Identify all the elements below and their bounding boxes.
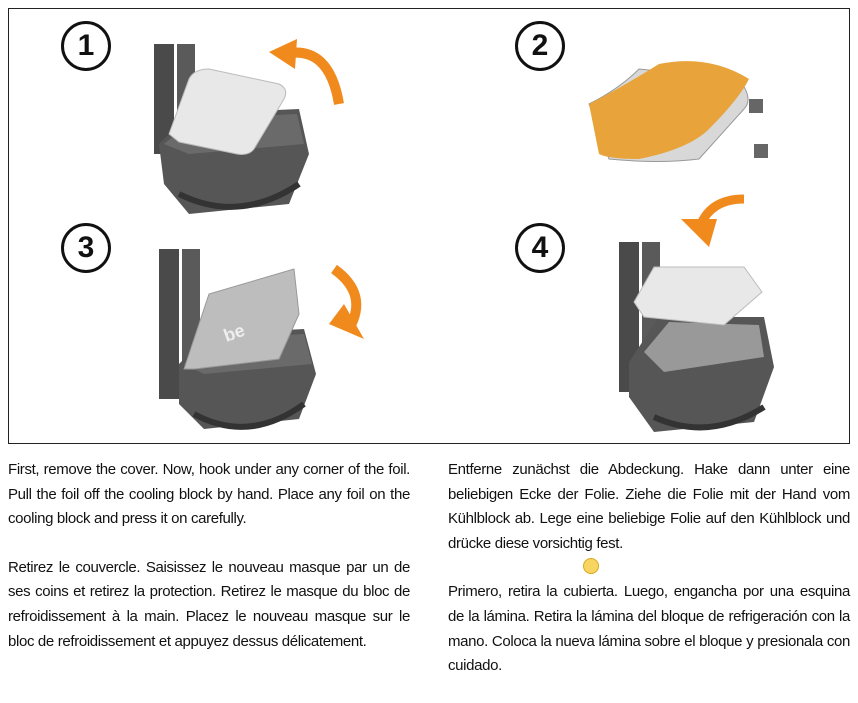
instructions-spanish: Primero, retira la cubierta. Luego, enga… [448, 583, 850, 675]
step-number-3: 3 [61, 223, 111, 273]
cooler-remove-cover-image [154, 39, 344, 214]
instructions-right-column: Entferne zunächst die Abdeckung. Hake da… [448, 458, 850, 703]
instructions-english: First, remove the cover. Now, hook under… [8, 461, 410, 528]
arrow-down-icon [681, 194, 745, 247]
step-number-1: 1 [61, 21, 111, 71]
cursor-highlight-icon [583, 558, 599, 574]
cooler-apply-foil-image: be [159, 249, 364, 430]
step-number-4: 4 [515, 223, 565, 273]
foil-peel-image [588, 61, 768, 162]
step-number-2: 2 [515, 21, 565, 71]
instructions-french: Retirez le couvercle. Saisissez le nouve… [8, 558, 410, 650]
instructions-german: Entferne zunächst die Abdeckung. Hake da… [448, 461, 850, 552]
instructions-left-column: First, remove the cover. Now, hook under… [8, 458, 410, 678]
cooler-place-cover-image [619, 242, 774, 432]
instruction-illustration: 1 2 3 4 be [8, 8, 850, 444]
